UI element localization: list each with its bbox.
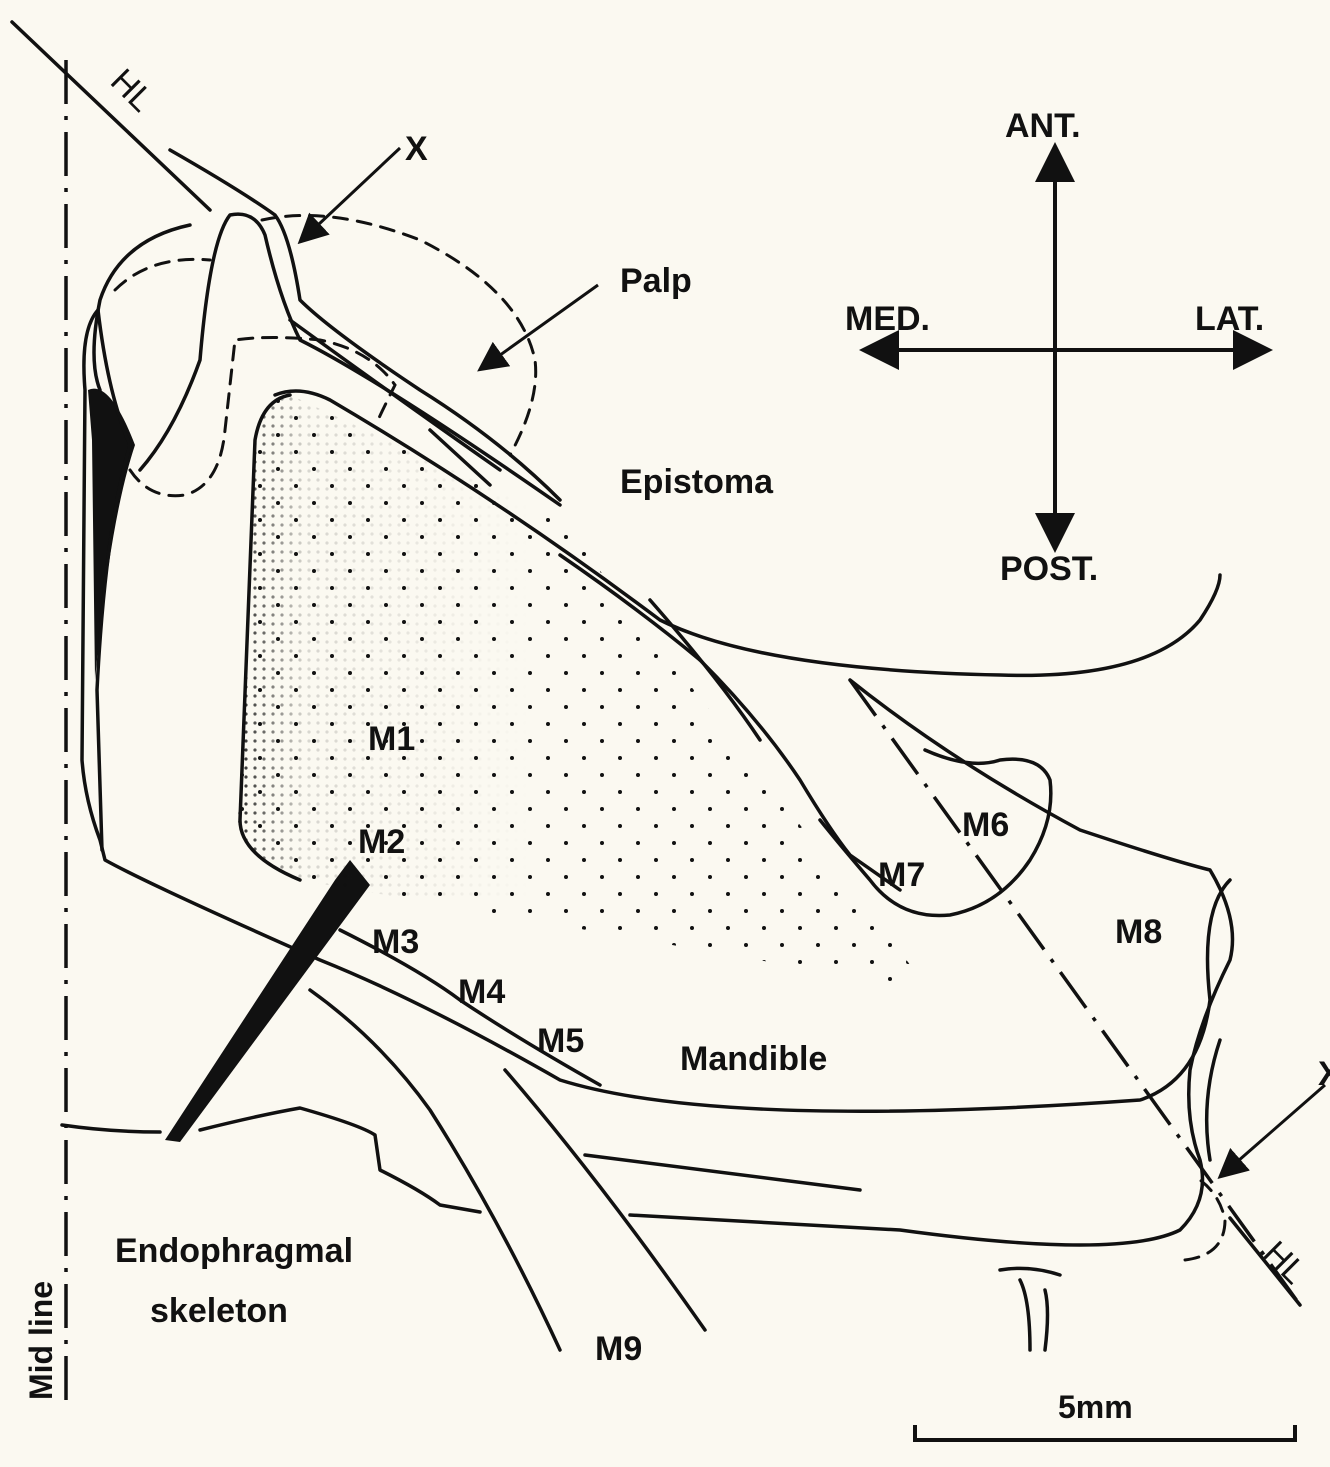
mandible-label: Mandible (680, 1040, 827, 1078)
lat-label: LAT. (1195, 300, 1264, 338)
m6-label: M6 (962, 806, 1009, 844)
m6-lobe (820, 750, 1051, 916)
stem-top (1000, 1268, 1060, 1275)
m9-line-right (505, 1070, 705, 1330)
m9-label: M9 (595, 1330, 642, 1368)
endophragmal-label-2: skeleton (150, 1292, 288, 1330)
epistoma-label: Epistoma (620, 463, 774, 501)
left-contour (94, 225, 190, 390)
x-label-top: X (405, 130, 428, 168)
m9-line-left (310, 990, 560, 1350)
m3-label: M3 (372, 923, 419, 961)
hl-label-top: HL (103, 62, 161, 120)
m8-label: M8 (1115, 913, 1162, 951)
palp-arrow (482, 285, 598, 368)
x-label-right: X (1318, 1055, 1330, 1093)
palp-label: Palp (620, 262, 692, 300)
scale-bar (915, 1425, 1295, 1440)
hl-label-bottom: HL (1256, 1234, 1314, 1292)
m4-label: M4 (458, 973, 505, 1011)
hl-line-lower (850, 680, 1300, 1305)
post-label: POST. (1000, 550, 1098, 588)
m7-label: M7 (878, 856, 925, 894)
stem-right (1045, 1290, 1048, 1350)
ant-label: ANT. (1005, 107, 1081, 145)
med-label: MED. (845, 300, 930, 338)
x-arrow-top (302, 148, 400, 240)
muscle-line-horizontal (585, 1155, 860, 1190)
dashed-joint (1185, 1180, 1225, 1260)
stem-left (1020, 1280, 1030, 1350)
x-arrow-right (1222, 1085, 1325, 1175)
endophragmal-contour (62, 1108, 480, 1212)
mid-line-label: Mid line (23, 1281, 59, 1400)
endophragmal-label-1: Endophragmal (115, 1232, 353, 1270)
m1-label: M1 (368, 720, 415, 758)
m2-label: M2 (358, 823, 405, 861)
scale-label: 5mm (1058, 1389, 1133, 1425)
hl-line-top (12, 22, 210, 210)
m8-inner-line (1207, 1040, 1220, 1160)
m5-label: M5 (537, 1022, 584, 1060)
